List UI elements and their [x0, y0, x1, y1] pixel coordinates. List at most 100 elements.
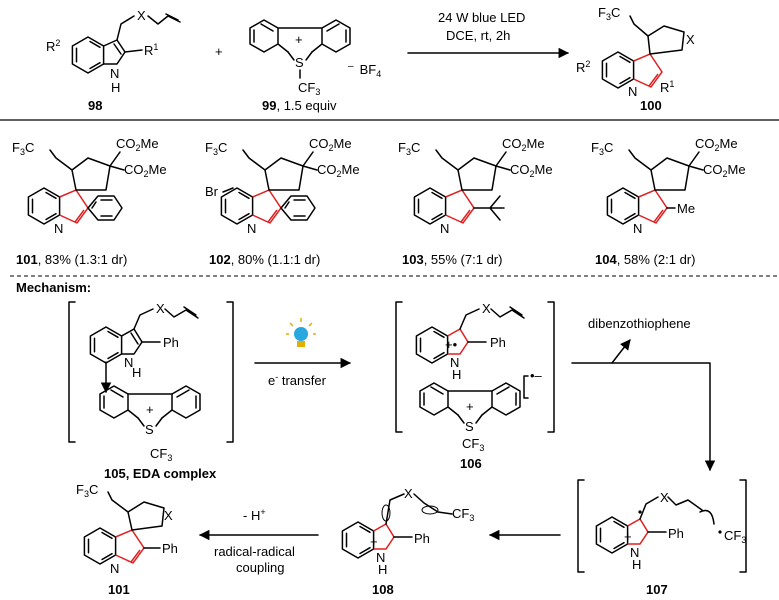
- svg-text:N: N: [54, 221, 63, 236]
- compound-107-id: 107: [646, 582, 668, 597]
- svg-text:+: +: [370, 534, 378, 549]
- final-product-101-id: 101: [108, 582, 130, 597]
- conditions-line-2: DCE, rt, 2h: [446, 28, 510, 43]
- compound-98-id: 98: [88, 98, 102, 113]
- svg-text:+•: +•: [445, 337, 458, 352]
- r1-label: R1: [144, 42, 158, 58]
- svg-text:Ph: Ph: [414, 531, 430, 546]
- svg-text:CF3: CF3: [724, 528, 746, 545]
- svg-text:CO2Me: CO2Me: [317, 162, 360, 179]
- eda-complex-label: 105, EDA complex: [104, 466, 217, 481]
- svg-text:X: X: [660, 490, 669, 505]
- x-label-100: X: [686, 32, 695, 47]
- svg-text:N: N: [247, 221, 256, 236]
- svg-text:H: H: [452, 367, 461, 382]
- svg-text:CF3: CF3: [462, 436, 484, 453]
- s-label: S: [295, 55, 304, 70]
- mechanism-section: Mechanism: X Ph N H S + CF3 105, EDA com…: [16, 280, 747, 597]
- svg-text:F3C: F3C: [398, 140, 420, 157]
- compound-107-structure: X Ph + N H CF3: [595, 490, 746, 572]
- bf4-label: –BF4: [348, 61, 381, 79]
- product-101-caption: 101, 83% (1.3:1 dr): [16, 252, 127, 267]
- compound-106-structure: X Ph +• N H S + •–: [415, 301, 543, 434]
- r2-label: R2: [46, 38, 60, 54]
- svg-text:CF3: CF3: [150, 446, 172, 463]
- svg-text:S: S: [465, 419, 474, 434]
- conditions-line-1: 24 W blue LED: [438, 10, 525, 25]
- svg-text:Ph: Ph: [162, 541, 178, 556]
- svg-text:R2: R2: [576, 59, 590, 75]
- svg-text:H: H: [378, 562, 387, 577]
- svg-text:N: N: [628, 84, 637, 99]
- coupling-label-1: radical-radical: [214, 544, 295, 559]
- product-102-caption: 102, 80% (1.1:1 dr): [209, 252, 320, 267]
- svg-text:N: N: [110, 561, 119, 576]
- mechanism-title: Mechanism:: [16, 280, 91, 295]
- svg-text:F3C: F3C: [598, 5, 620, 22]
- svg-text:N: N: [630, 545, 639, 560]
- eda-complex-structure: X Ph N H S +: [89, 301, 201, 437]
- svg-text:•–: •–: [530, 368, 543, 383]
- compound-108-id: 108: [372, 582, 394, 597]
- svg-text:+: +: [146, 402, 154, 417]
- svg-text:F3C: F3C: [591, 140, 613, 157]
- compound-100-id: 100: [640, 98, 662, 113]
- plus-sign: +: [215, 44, 223, 59]
- svg-text:Br: Br: [205, 184, 219, 199]
- svg-text:Ph: Ph: [163, 335, 179, 350]
- svg-text:X: X: [482, 301, 491, 316]
- x-label: X: [137, 8, 146, 23]
- svg-text:Ph: Ph: [490, 335, 506, 350]
- deprotonation-label: - H+: [243, 507, 266, 523]
- compound-99-id: 99, 1.5 equiv: [262, 98, 337, 113]
- svg-text:N: N: [633, 221, 642, 236]
- svg-text:N: N: [440, 221, 449, 236]
- svg-text:CF3: CF3: [452, 506, 474, 523]
- compound-98-structure: X R1 R2 N H: [46, 8, 181, 95]
- svg-text:+: +: [466, 399, 474, 414]
- svg-text:CO2Me: CO2Me: [116, 136, 159, 153]
- nh-h-label: H: [111, 80, 120, 95]
- svg-text:CO2Me: CO2Me: [309, 136, 352, 153]
- svg-text:X: X: [156, 301, 165, 316]
- svg-text:CO2Me: CO2Me: [502, 136, 545, 153]
- svg-text:Me: Me: [677, 201, 695, 216]
- svg-text:+: +: [624, 529, 632, 544]
- compound-99-structure: S + CF3 –BF4: [249, 19, 381, 97]
- svg-text:CO2Me: CO2Me: [510, 162, 553, 179]
- compound-108-structure: X Ph + N H CF3: [341, 486, 474, 577]
- svg-text:H: H: [132, 365, 141, 380]
- scheme-top: X R1 R2 N H 98 + S + CF3 –BF4 99, 1.5 eq…: [46, 5, 695, 113]
- svg-text:F3C: F3C: [205, 140, 227, 157]
- svg-text:X: X: [404, 486, 413, 501]
- nh-label: N: [110, 66, 119, 81]
- product-103-caption: 103, 55% (7:1 dr): [402, 252, 502, 267]
- product-104-caption: 104, 58% (2:1 dr): [595, 252, 695, 267]
- svg-text:H: H: [632, 557, 641, 572]
- svg-text:N: N: [124, 355, 133, 370]
- electron-transfer-label: e- transfer: [268, 372, 327, 388]
- svg-text:F3C: F3C: [12, 140, 34, 157]
- blue-led-bulb-icon: [286, 318, 316, 347]
- svg-text:F3C: F3C: [76, 482, 98, 499]
- compound-106-id: 106: [460, 456, 482, 471]
- svg-text:R1: R1: [660, 79, 674, 95]
- final-product-101-structure: F3C X Ph N: [76, 482, 178, 576]
- byproduct-arrow: [571, 362, 716, 472]
- byproduct-label: dibenzothiophene: [588, 316, 691, 331]
- svg-text:S: S: [145, 422, 154, 437]
- svg-text:X: X: [164, 508, 173, 523]
- svg-text:CO2Me: CO2Me: [695, 136, 738, 153]
- compound-100-structure: F3C X R1 R2 N: [576, 5, 695, 99]
- svg-text:Ph: Ph: [668, 526, 684, 541]
- coupling-label-2: coupling: [236, 560, 284, 575]
- svg-text:N: N: [450, 355, 459, 370]
- svg-text:CO2Me: CO2Me: [703, 162, 746, 179]
- svg-text:N: N: [376, 550, 385, 565]
